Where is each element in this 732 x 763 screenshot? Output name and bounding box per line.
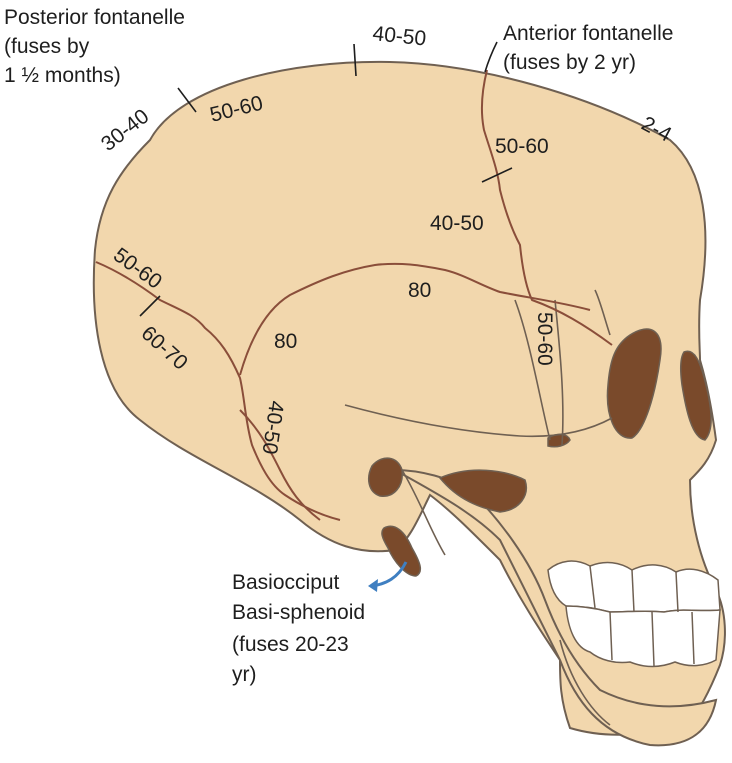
label-sphenoparietal: 50-60	[533, 312, 556, 366]
ear-canal	[369, 458, 403, 496]
caption-posterior-line2: (fuses by	[4, 35, 90, 58]
label-coronal-upper: 50-60	[495, 135, 549, 158]
label-squamous-left: 80	[274, 330, 297, 353]
caption-anterior-fontanelle: Anterior fontanelle (fuses by 2 yr)	[503, 22, 679, 74]
label-top-lambda: 40-50	[371, 22, 427, 50]
arrow-head	[368, 579, 378, 592]
caption-basiocciput-line1: Basiocciput	[232, 571, 340, 594]
caption-posterior-fontanelle: Posterior fontanelle (fuses by 1 ½ month…	[4, 6, 191, 87]
caption-basiocciput-line4: yr)	[232, 663, 257, 686]
caption-posterior-line3: 1 ½ months)	[4, 64, 121, 87]
label-squamous-top: 80	[408, 279, 431, 302]
caption-anterior-line2: (fuses by 2 yr)	[503, 51, 636, 74]
caption-anterior-line1: Anterior fontanelle	[503, 22, 673, 45]
anterior-fontanelle-pointer	[485, 42, 497, 72]
label-coronal-lower: 40-50	[430, 212, 484, 235]
caption-basiocciput: Basiocciput Basi-sphenoid (fuses 20-23 y…	[232, 571, 371, 686]
caption-posterior-line1: Posterior fontanelle	[4, 6, 185, 29]
caption-basiocciput-line3: (fuses 20-23	[232, 633, 349, 656]
caption-basiocciput-line2: Basi-sphenoid	[232, 601, 365, 624]
